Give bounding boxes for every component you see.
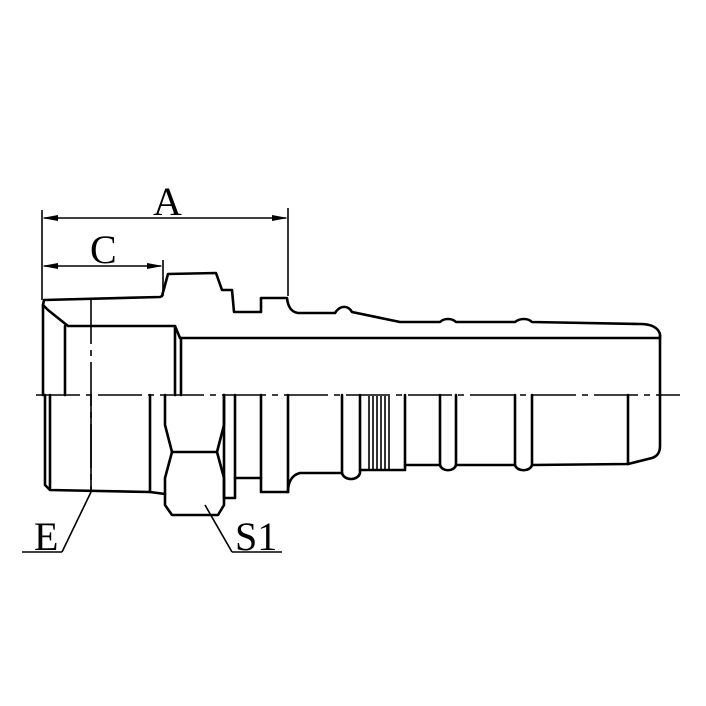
dimension-a: A — [41, 179, 289, 300]
tail-tip — [626, 393, 662, 466]
thread-end — [43, 393, 152, 494]
hatched-body — [41, 271, 662, 340]
knurl-band — [358, 393, 407, 472]
section-upper-half — [41, 271, 662, 340]
arrow-left-icon — [42, 215, 58, 221]
barb-3 — [513, 393, 534, 472]
tail-segment-1 — [403, 393, 442, 467]
arrow-left-icon — [42, 263, 58, 269]
collar — [222, 393, 237, 500]
knurl-lines — [368, 396, 390, 470]
dimension-c: C — [42, 227, 164, 296]
tail-segment-2 — [454, 393, 517, 467]
arrow-right-icon — [272, 215, 288, 221]
leader-e — [61, 491, 92, 553]
neck-fillet — [286, 471, 344, 494]
hex-nut — [163, 393, 226, 517]
leader-s1 — [204, 504, 233, 553]
crimp-groove — [233, 393, 290, 494]
tail-segment-3 — [530, 393, 630, 467]
dim-c-label: C — [90, 227, 117, 272]
dim-a-label: A — [153, 179, 182, 224]
callout-e-label: E — [34, 514, 58, 559]
callout-s1: S1 — [204, 504, 282, 559]
callout-e: E — [22, 491, 92, 559]
callout-s1-label: S1 — [235, 514, 277, 559]
arrow-right-icon — [147, 263, 163, 269]
thread-undercut — [148, 490, 167, 496]
exterior-lower-half — [43, 393, 662, 517]
barb-1 — [340, 393, 362, 481]
upper-bore — [41, 303, 662, 397]
barb-2 — [438, 393, 458, 472]
